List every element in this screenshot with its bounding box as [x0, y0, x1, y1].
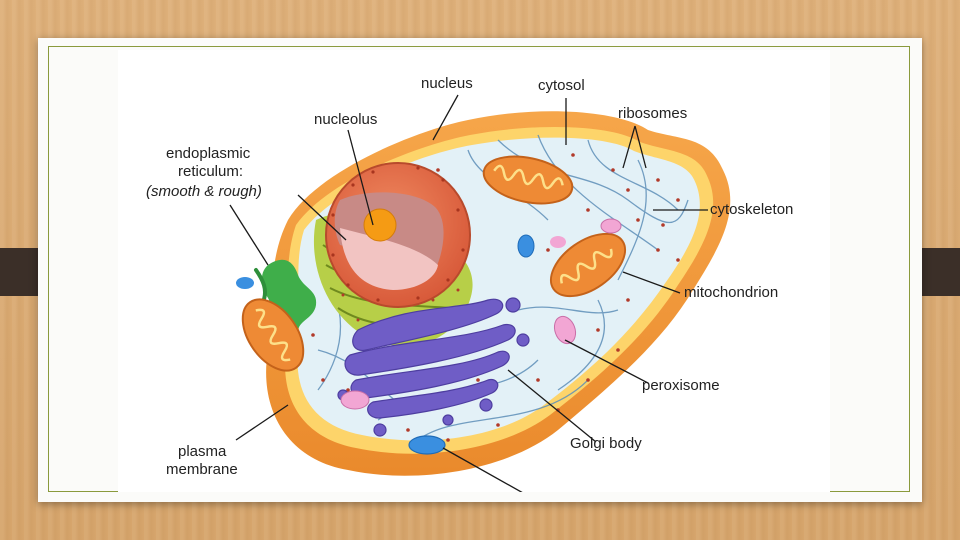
nuclear-pores — [331, 166, 465, 302]
lysosome-left — [236, 277, 254, 289]
mitochondrion-left — [241, 298, 305, 372]
label-er-line1: endoplasmic — [166, 145, 251, 162]
mitochondrion-top — [482, 155, 574, 205]
lysosome-small — [517, 234, 535, 258]
slide: nucleus cytosol ribosomes nucleolus endo… — [38, 38, 922, 502]
label-er-line3: (smooth & rough) — [146, 183, 262, 200]
label-nucleolus: nucleolus — [314, 111, 377, 128]
label-plasma-line1: plasma — [178, 443, 227, 460]
animal-cell-diagram: nucleus cytosol ribosomes nucleolus endo… — [146, 75, 793, 492]
nucleolus — [363, 208, 397, 242]
nucleus-inner — [340, 228, 438, 290]
peroxisome-top — [600, 218, 622, 234]
label-cytoskeleton: cytoskeleton — [710, 201, 793, 218]
label-mitochondrion: mitochondrion — [684, 284, 778, 301]
label-plasma-line2: membrane — [166, 461, 238, 478]
mitochondrion-right — [549, 232, 627, 298]
peroxisome-mid — [550, 236, 566, 248]
label-nucleus: nucleus — [421, 75, 473, 92]
label-ribosomes: ribosomes — [618, 105, 687, 122]
label-golgi: Golgi body — [570, 435, 642, 452]
golgi-body — [337, 297, 530, 437]
label-peroxisome: peroxisome — [642, 377, 720, 394]
lysosome — [408, 435, 446, 455]
leader-lines — [229, 94, 708, 492]
label-cytosol: cytosol — [538, 77, 585, 94]
peroxisome-left — [340, 390, 370, 410]
diagram-panel: nucleus cytosol ribosomes nucleolus endo… — [118, 50, 830, 492]
label-er-line2: reticulum: — [178, 163, 243, 180]
